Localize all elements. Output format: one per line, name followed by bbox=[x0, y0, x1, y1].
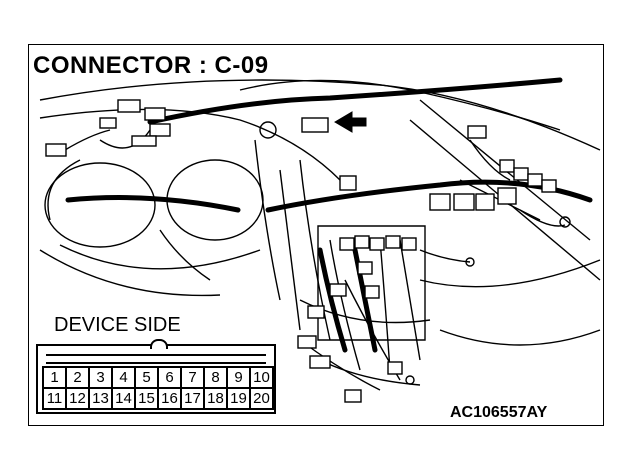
pin-10: 10 bbox=[251, 368, 274, 389]
pin-4: 4 bbox=[113, 368, 136, 389]
pin-15: 15 bbox=[136, 389, 159, 410]
pin-1: 1 bbox=[44, 368, 67, 389]
pin-2: 2 bbox=[67, 368, 90, 389]
pin-7: 7 bbox=[182, 368, 205, 389]
connector-title: CONNECTOR : C-09 bbox=[33, 52, 269, 79]
pin-13: 13 bbox=[90, 389, 113, 410]
pin-19: 19 bbox=[228, 389, 251, 410]
pin-17: 17 bbox=[182, 389, 205, 410]
pin-5: 5 bbox=[136, 368, 159, 389]
illustration-code: AC106557AY bbox=[450, 404, 548, 421]
pin-6: 6 bbox=[159, 368, 182, 389]
pin-3: 3 bbox=[90, 368, 113, 389]
pin-9: 9 bbox=[228, 368, 251, 389]
device-side-label: DEVICE SIDE bbox=[54, 314, 181, 336]
pin-16: 16 bbox=[159, 389, 182, 410]
pin-grid: 1 2 3 4 5 6 7 8 9 10 11 12 13 14 15 16 1… bbox=[42, 366, 274, 410]
pin-18: 18 bbox=[205, 389, 228, 410]
pin-20: 20 bbox=[251, 389, 274, 410]
connector-latch-tab bbox=[150, 339, 168, 349]
pin-8: 8 bbox=[205, 368, 228, 389]
pin-12: 12 bbox=[67, 389, 90, 410]
connector-latch-rail bbox=[46, 354, 266, 364]
connector-pinout: 1 2 3 4 5 6 7 8 9 10 11 12 13 14 15 16 1… bbox=[36, 339, 276, 414]
pin-14: 14 bbox=[113, 389, 136, 410]
pin-11: 11 bbox=[44, 389, 67, 410]
